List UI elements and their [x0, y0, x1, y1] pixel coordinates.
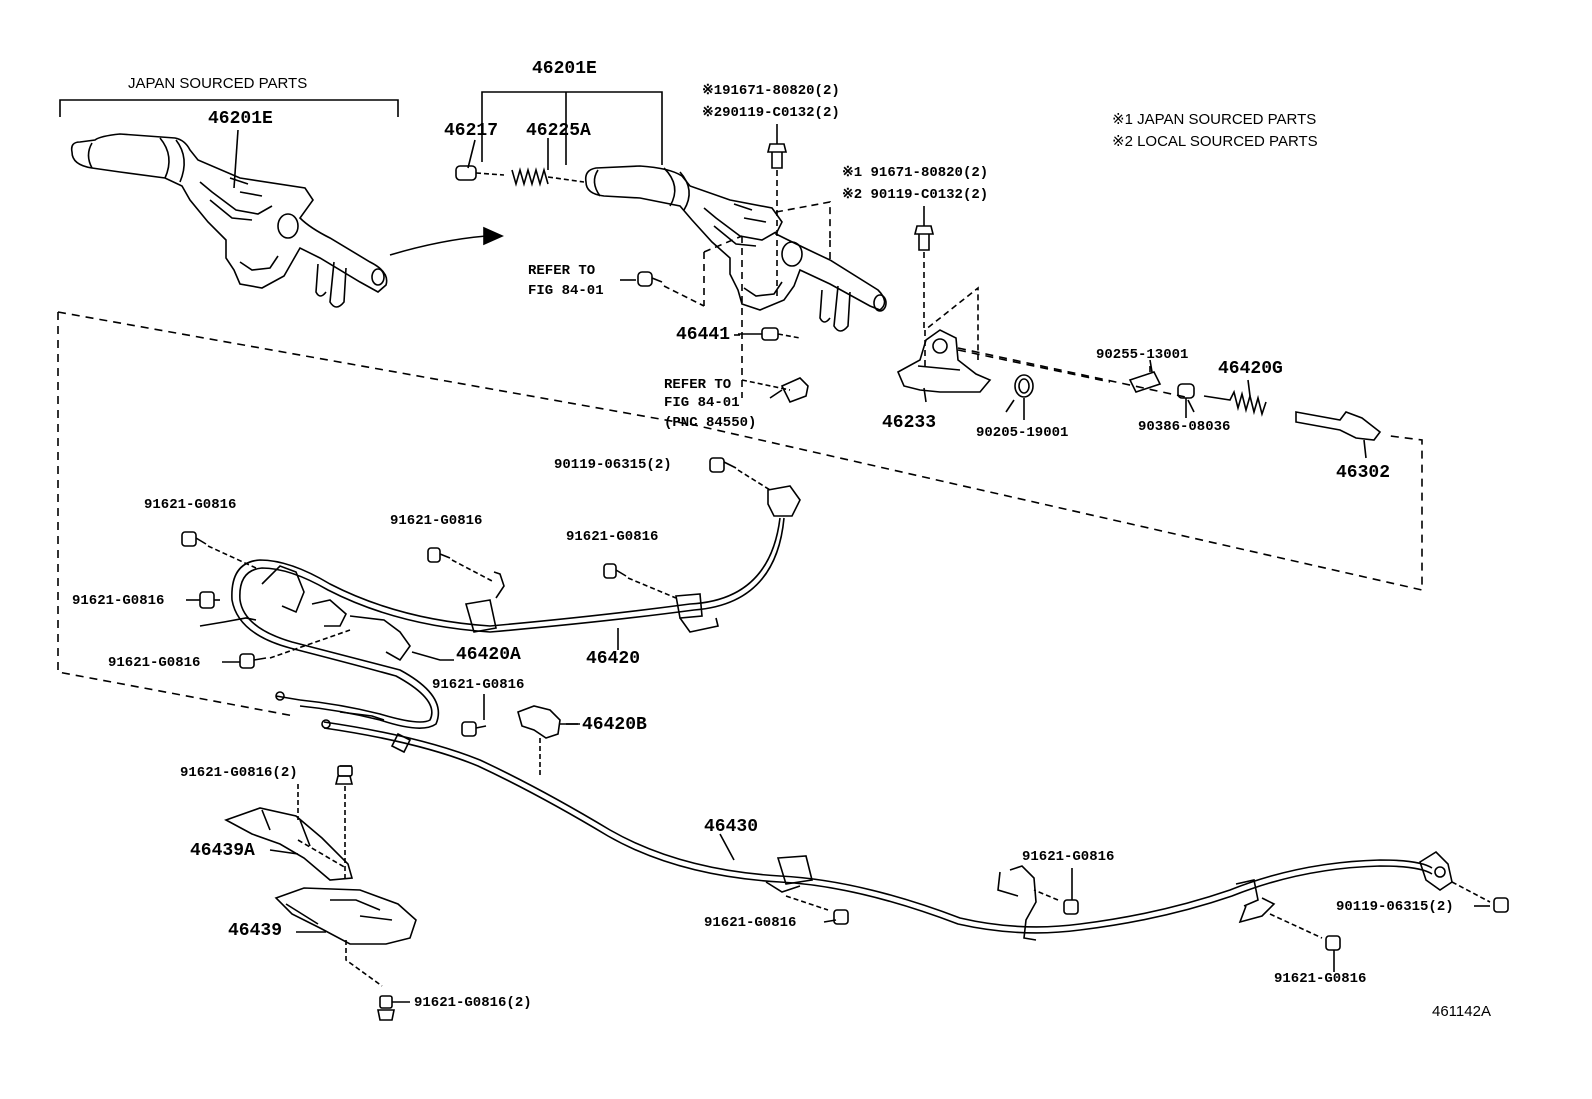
washer-90205	[1014, 374, 1034, 420]
label-46439: 46439	[228, 921, 283, 941]
label-46420: 46420	[586, 649, 641, 669]
label-bolt-side-1: ※1 91671-80820(2)	[842, 165, 989, 181]
bolt-c4	[186, 591, 220, 609]
label-c8: 91621-G0816(2)	[414, 995, 532, 1011]
part-46201E-bracket	[481, 91, 663, 165]
equalizer-46302	[1295, 411, 1382, 459]
label-46441: 46441	[676, 325, 731, 345]
shield-46439A	[224, 807, 354, 881]
illustration-id: 461142A	[1432, 1003, 1491, 1020]
label-46302: 46302	[1336, 463, 1391, 483]
label-90119-bottom: 90119-06315(2)	[1336, 899, 1454, 915]
refer-a-leader	[663, 285, 705, 307]
bolt-c10	[1033, 868, 1079, 915]
label-bolt-side-2: ※2 90119-C0132(2)	[842, 187, 989, 203]
japan-parts-bracket	[59, 99, 399, 117]
bolt-c7	[297, 765, 383, 987]
part-46441	[738, 327, 801, 341]
label-c4: 91621-G0816	[72, 593, 165, 609]
bolt-c6	[461, 694, 487, 737]
bolt-90119-top	[709, 457, 771, 491]
bolt-c8	[377, 995, 410, 1021]
spring-46225A	[511, 167, 585, 187]
japan-sourced-parts-title: JAPAN SOURCED PARTS	[128, 75, 308, 92]
pin-46217	[455, 165, 505, 181]
clip-46420B	[517, 705, 580, 776]
leader-lines	[233, 129, 1195, 933]
label-90119-top: 90119-06315(2)	[554, 457, 672, 473]
label-90205-19001: 90205-19001	[976, 425, 1069, 441]
spring-46420G	[1203, 379, 1267, 417]
label-refer-a-1: REFER TO	[528, 263, 596, 279]
label-46233: 46233	[882, 413, 937, 433]
label-46201E-left: 46201E	[208, 109, 273, 129]
bolt-c9	[785, 895, 849, 925]
bracket-46233	[896, 286, 992, 403]
label-46225A: 46225A	[526, 121, 591, 141]
bolt-c3	[603, 563, 677, 599]
label-c10: 91621-G0816	[1022, 849, 1115, 865]
legend-1: ※1 JAPAN SOURCED PARTS	[1112, 111, 1317, 128]
label-c9: 91621-G0816	[704, 915, 797, 931]
label-c7: 91621-G0816(2)	[180, 765, 298, 781]
bolt-side	[913, 206, 935, 330]
refer-a-nut	[620, 271, 663, 287]
label-46439A: 46439A	[190, 841, 255, 861]
label-46420B: 46420B	[582, 715, 647, 735]
bolt-c11	[1269, 913, 1341, 972]
label-90386-08036: 90386-08036	[1138, 419, 1231, 435]
label-refer-a-2: FIG 84-01	[528, 283, 604, 299]
cable-46430	[321, 719, 1453, 941]
label-refer-b-3: (PNC 84550)	[664, 415, 757, 431]
label-90255-13001: 90255-13001	[1096, 347, 1189, 363]
label-c11: 91621-G0816	[1274, 971, 1367, 987]
label-refer-b-1: REFER TO	[664, 377, 732, 393]
label-refer-b-2: FIG 84-01	[664, 395, 740, 411]
shield-46439	[274, 887, 417, 945]
legend-2: ※2 LOCAL SOURCED PARTS	[1112, 133, 1318, 150]
cable-46420	[199, 485, 801, 729]
pin-90255	[1128, 359, 1162, 393]
label-c2: 91621-G0816	[390, 513, 483, 529]
bolt-top	[766, 124, 788, 300]
bolt-c2	[427, 547, 495, 583]
lever-assembly-left	[70, 133, 388, 308]
bolt-c5	[222, 629, 351, 669]
refer-b-switch	[741, 377, 809, 404]
label-c5: 91621-G0816	[108, 655, 201, 671]
label-bolt-top-1: ※191671-80820(2)	[702, 83, 840, 99]
label-bolt-top-2: ※290119-C0132(2)	[702, 105, 840, 121]
label-46420A: 46420A	[456, 645, 521, 665]
lever-dashed-box	[703, 201, 831, 398]
frame-link-dash	[957, 349, 1111, 383]
bolt-90119-bottom	[1451, 881, 1509, 913]
bolt-c1	[181, 531, 257, 569]
lever-assembly-right	[584, 165, 887, 332]
label-c1: 91621-G0816	[144, 497, 237, 513]
label-c6: 91621-G0816	[432, 677, 525, 693]
assembly-arrow	[389, 226, 504, 256]
label-c3: 91621-G0816	[566, 529, 659, 545]
label-46420G: 46420G	[1218, 359, 1283, 379]
label-46217: 46217	[444, 121, 499, 141]
bushing-90386	[1177, 383, 1195, 418]
label-46201E-right: 46201E	[532, 59, 597, 79]
label-46430: 46430	[704, 817, 759, 837]
